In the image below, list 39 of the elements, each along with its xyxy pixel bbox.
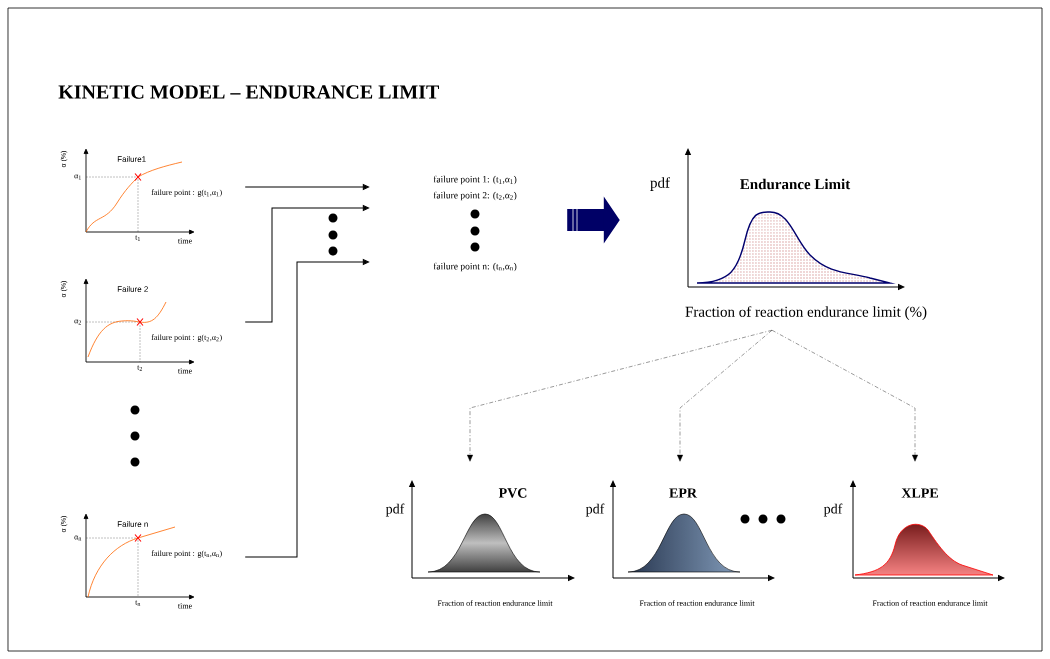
- node-label: t$_{2}$: [137, 365, 143, 371]
- node-label: Fraction of reaction endurance limit: [872, 600, 988, 606]
- node-label: α$_{2}$: [74, 319, 81, 325]
- failure-point-list: failure point 1: (t$_{1}$,α$_{1}$) failure point 2: (t$_{2}$,α$_{2}$) failure point n: (t$_{n}$,α$_{n}$): [433, 175, 517, 272]
- node-label: Failure1: [117, 156, 146, 162]
- arrow: [771, 330, 918, 462]
- arrow: [467, 330, 773, 462]
- node-label: pdf: [585, 503, 605, 517]
- arrow: [677, 330, 773, 462]
- node-label: failure point : g(t$_{n}$,α$_{n}$): [151, 550, 222, 558]
- node-label: failure point : g(t$_{2}$,α$_{2}$): [151, 334, 222, 342]
- node-label: Endurance Limit: [740, 178, 851, 190]
- node-label: pdf: [385, 503, 405, 517]
- arrow: [244, 205, 370, 323]
- node-label: EPR: [669, 488, 698, 498]
- node-label: α$_{1}$: [74, 174, 81, 180]
- node-label: time: [177, 368, 192, 374]
- node-label: Fraction of reaction endurance limit: [437, 600, 553, 606]
- node-label: XLPE: [901, 488, 938, 498]
- title: KINETIC MODEL – ENDURANCE LIMIT: [58, 85, 439, 99]
- node-label: time: [177, 603, 192, 609]
- node-label: Failure n: [117, 521, 148, 527]
- distribution-chart: pdf Endurance Limit Fraction of reaction endurance limit (%): [650, 148, 927, 320]
- node-label: Failure 2: [117, 286, 148, 292]
- node-label: t$_{1}$: [135, 235, 140, 241]
- distribution-chart: pdf XLPE Fraction of reaction endurance limit: [823, 480, 1005, 606]
- distribution-chart: pdf PVC Fraction of reaction endurance limit: [385, 480, 575, 606]
- distribution-chart: pdf EPR Fraction of reaction endurance limit: [585, 480, 775, 606]
- node-label: pdf: [823, 503, 843, 517]
- node-label: α$_{n}$: [74, 535, 82, 541]
- node-label: PVC: [498, 488, 527, 498]
- node-label: failure point : g(t$_{1}$,α$_{1}$): [151, 189, 222, 197]
- node-label: Fraction of reaction endurance limit: [639, 600, 755, 606]
- node-label: pdf: [650, 177, 670, 191]
- node-label: Fraction of reaction endurance limit (%): [685, 306, 927, 320]
- arrow: [244, 259, 370, 558]
- node-label: time: [177, 238, 192, 244]
- arrow: [244, 184, 370, 190]
- node-label: t$_{n}$: [135, 600, 141, 606]
